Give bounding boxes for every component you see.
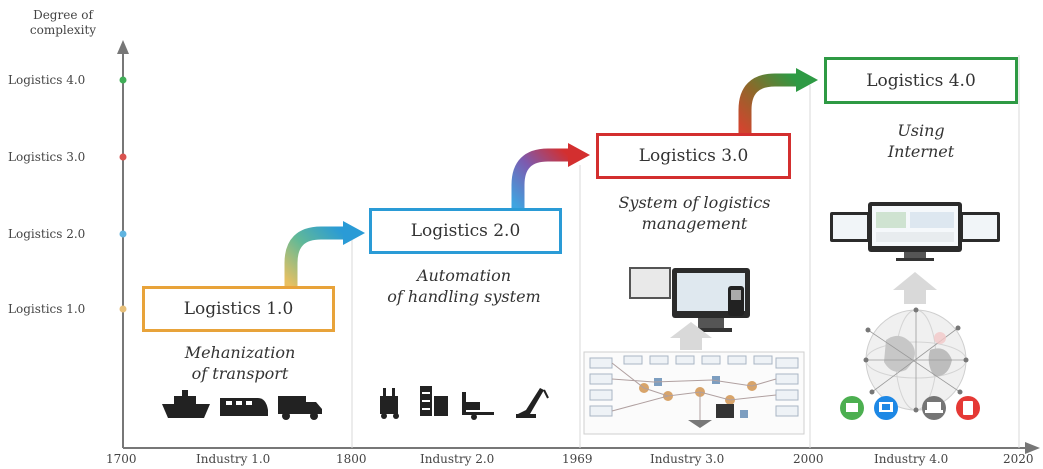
level-dot-4 <box>119 76 127 84</box>
device-icons <box>840 396 980 420</box>
stage-desc-1: Mehanization of transport <box>150 342 330 384</box>
stage-desc-4: Using Internet <box>846 120 996 162</box>
stage-desc-3: System of logistics management <box>592 192 797 234</box>
computer-terminal-icon <box>629 267 750 332</box>
y-level-label-2: Logistics 2.0 <box>8 227 86 241</box>
stage-desc-2-line-2: of handling system <box>387 287 541 306</box>
transport-icons <box>162 390 322 420</box>
y-level-label-1: Logistics 1.0 <box>8 302 86 316</box>
x-era-label-industry-4: Industry 4.0 <box>874 452 949 466</box>
forklift-icon <box>380 388 399 419</box>
stage-desc-1-line-1: Mehanization <box>184 343 296 362</box>
level-dot-2 <box>119 230 127 238</box>
x-era-label-industry-2: Industry 2.0 <box>420 452 495 466</box>
stage-box-logistics-4: Logistics 4.0 <box>824 57 1018 104</box>
multi-monitor-icon <box>830 202 1000 261</box>
x-year-label-2000: 2000 <box>793 452 824 466</box>
x-year-label-1700: 1700 <box>106 452 137 466</box>
flowchart-icon <box>583 351 805 435</box>
stage-box-logistics-3: Logistics 3.0 <box>596 133 791 179</box>
up-arrow-stage-3 <box>670 322 712 350</box>
stage-desc-2: Automation of handling system <box>364 265 564 307</box>
step-arrow-3 <box>738 68 818 133</box>
crane-icon <box>516 388 549 418</box>
stage-title-1: Logistics 1.0 <box>183 299 294 319</box>
y-axis-arrow-icon <box>117 40 129 54</box>
level-dot-1 <box>119 305 127 313</box>
handling-icons <box>380 386 549 420</box>
x-year-label-1800: 1800 <box>336 452 367 466</box>
step-arrow-1 <box>284 221 365 286</box>
stage-desc-3-line-2: management <box>641 214 748 233</box>
stage-desc-2-line-1: Automation <box>416 266 512 285</box>
x-year-label-1969: 1969 <box>562 452 593 466</box>
era-separators <box>351 55 1020 448</box>
globe-network-icon <box>863 307 969 413</box>
x-era-label-industry-1: Industry 1.0 <box>196 452 271 466</box>
axes <box>117 40 1040 454</box>
level-dot-3 <box>119 153 127 161</box>
stage-box-logistics-2: Logistics 2.0 <box>369 208 562 254</box>
step-arrow-2 <box>511 143 590 208</box>
stage-title-4: Logistics 4.0 <box>866 70 976 91</box>
stage-title-2: Logistics 2.0 <box>410 221 521 241</box>
stage-title-3: Logistics 3.0 <box>638 146 749 166</box>
stage-desc-1-line-2: of transport <box>191 364 289 383</box>
stage-desc-4-line-2: Internet <box>887 142 955 161</box>
stage-box-logistics-1: Logistics 1.0 <box>142 286 335 332</box>
pallet-truck-icon <box>462 392 494 420</box>
x-era-label-industry-3: Industry 3.0 <box>650 452 725 466</box>
ship-icon <box>162 390 210 418</box>
x-year-label-2020: 2020 <box>1003 452 1034 466</box>
stage-desc-4-line-1: Using <box>897 121 945 140</box>
train-icon <box>220 398 268 416</box>
x-axis-arrow-icon <box>1025 442 1040 454</box>
truck-icon <box>278 396 322 420</box>
up-arrow-stage-4 <box>893 272 937 304</box>
y-level-label-4: Logistics 4.0 <box>8 73 86 87</box>
y-axis-title: Degree of complexity <box>29 8 97 37</box>
stage-desc-3-line-1: System of logistics <box>618 193 771 212</box>
shelving-icon <box>420 386 448 416</box>
y-level-label-3: Logistics 3.0 <box>8 150 86 164</box>
